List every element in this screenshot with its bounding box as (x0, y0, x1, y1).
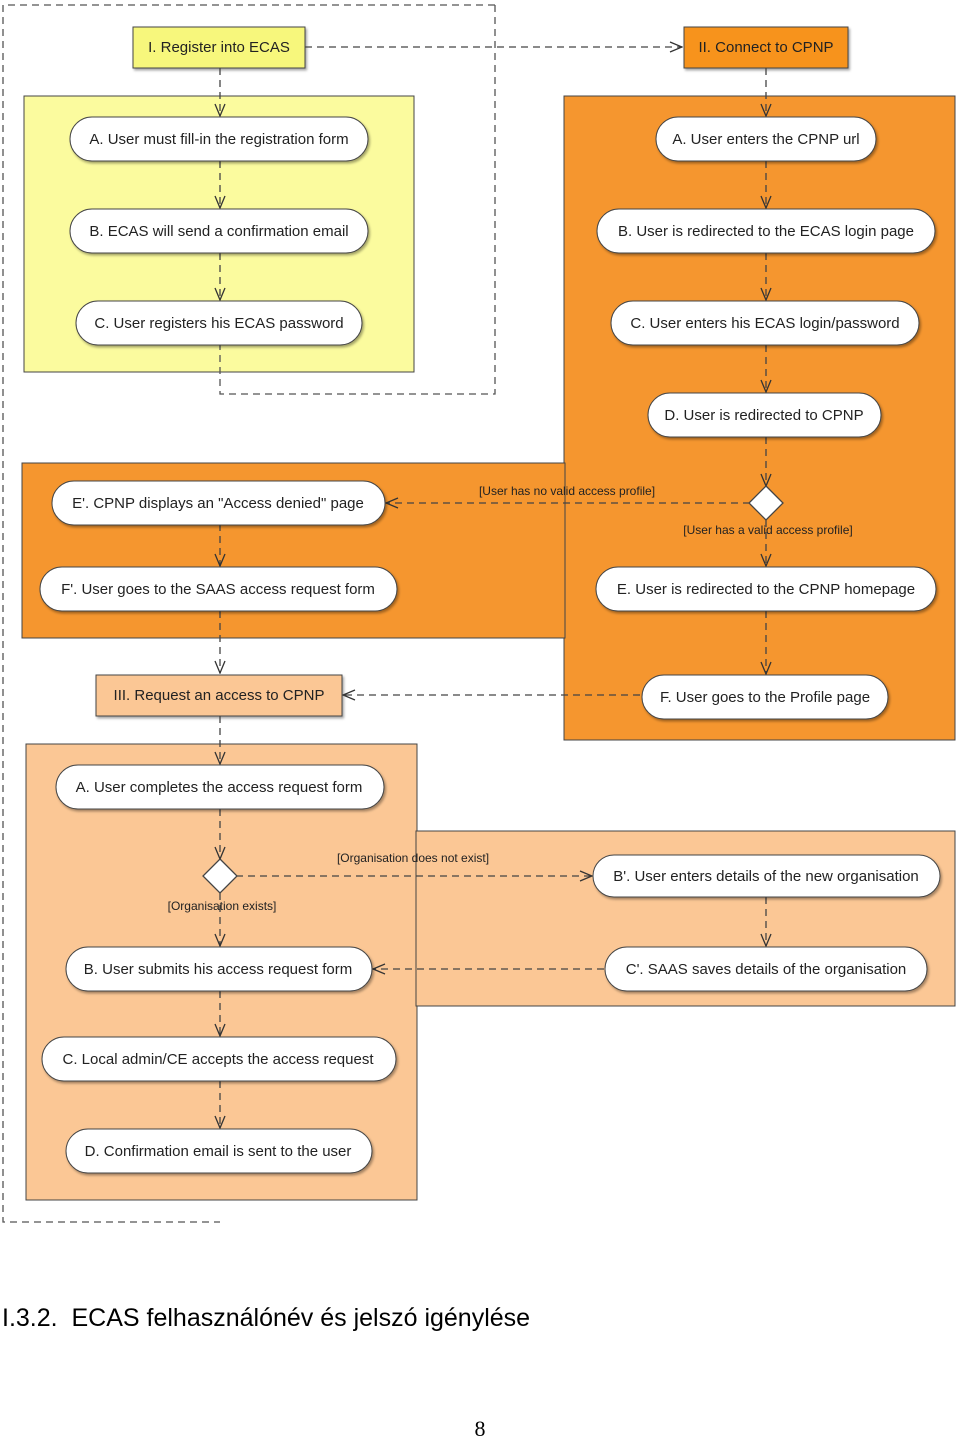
guard-organisation-missing: [Organisation does not exist] (337, 851, 489, 865)
svg-text:E'. CPNP displays an "Access d: E'. CPNP displays an "Access denied" pag… (72, 495, 364, 512)
node-connect-e-alt: E'. CPNP displays an "Access denied" pag… (51, 480, 386, 526)
node-register-b: B. ECAS will send a confirmation email (69, 208, 369, 254)
node-request-d: D. Confirmation email is sent to the use… (65, 1128, 373, 1174)
decision-access-profile (748, 485, 784, 521)
node-request-c: C. Local admin/CE accepts the access req… (41, 1036, 397, 1082)
header-connect-cpnp-label: II. Connect to CPNP (698, 39, 833, 56)
node-request-b: B. User submits his access request form (65, 946, 373, 992)
node-connect-d: D. User is redirected to CPNP (647, 392, 882, 438)
guard-no-valid-profile: [User has no valid access profile] (479, 484, 655, 498)
guard-organisation-exists: [Organisation exists] (168, 899, 277, 913)
node-connect-b: B. User is redirected to the ECAS login … (596, 208, 936, 254)
header-register-ecas-label: I. Register into ECAS (148, 39, 290, 56)
connectors (220, 47, 766, 1128)
node-register-c: C. User registers his ECAS password (75, 300, 363, 346)
svg-text:A. User completes the access r: A. User completes the access request for… (76, 779, 363, 796)
svg-text:F'. User goes to the SAAS acce: F'. User goes to the SAAS access request… (61, 581, 375, 598)
header-connect-cpnp: II. Connect to CPNP (683, 26, 849, 69)
page-number: 8 (474, 1416, 486, 1441)
svg-text:C. User enters his ECAS login/: C. User enters his ECAS login/password (630, 315, 899, 332)
activity-diagram: I. Register into ECAS II. Connect to CPN… (2, 4, 956, 1223)
svg-text:E. User is redirected to the C: E. User is redirected to the CPNP homepa… (617, 581, 915, 598)
svg-text:C'. SAAS saves details of the: C'. SAAS saves details of the organisati… (626, 961, 907, 978)
svg-text:B'. User enters details of the: B'. User enters details of the new organ… (613, 868, 919, 885)
dashed-frame-outer (2, 4, 495, 1223)
node-connect-e: E. User is redirected to the CPNP homepa… (595, 566, 937, 612)
node-connect-a: A. User enters the CPNP url (655, 116, 877, 162)
guard-valid-profile: [User has a valid access profile] (683, 523, 852, 537)
node-connect-f-alt: F'. User goes to the SAAS access request… (39, 566, 398, 612)
svg-text:D. User is redirected to CPNP: D. User is redirected to CPNP (664, 407, 863, 424)
node-connect-f: F. User goes to the Profile page (641, 674, 889, 720)
section-title: I.3.2. ECAS felhasználónév és jelszó igé… (2, 1304, 531, 1332)
svg-text:B. User submits his access req: B. User submits his access request form (84, 961, 352, 978)
svg-text:D. Confirmation email is sent: D. Confirmation email is sent to the use… (85, 1143, 352, 1160)
header-request-access: III. Request an access to CPNP (95, 674, 343, 717)
svg-text:C. User registers his ECAS pas: C. User registers his ECAS password (94, 315, 343, 332)
header-register-ecas: I. Register into ECAS (132, 26, 306, 69)
node-register-a: A. User must fill-in the registration fo… (69, 116, 369, 162)
svg-text:A. User must fill-in the regis: A. User must fill-in the registration fo… (89, 131, 348, 148)
svg-text:B. ECAS will send a confirmati: B. ECAS will send a confirmation email (89, 223, 348, 240)
svg-text:B. User is redirected to the E: B. User is redirected to the ECAS login … (618, 223, 914, 240)
svg-text:A. User enters the CPNP url: A. User enters the CPNP url (672, 131, 859, 148)
node-connect-c: C. User enters his ECAS login/password (610, 300, 920, 346)
node-request-a: A. User completes the access request for… (55, 764, 385, 810)
node-request-b-alt: B'. User enters details of the new organ… (592, 854, 941, 898)
header-request-access-label: III. Request an access to CPNP (114, 687, 325, 704)
dashed-frame-register (219, 5, 496, 395)
decision-organisation-exists (202, 858, 238, 894)
svg-text:F. User goes to the Profile pa: F. User goes to the Profile page (660, 689, 870, 706)
svg-text:C. Local admin/CE accepts the: C. Local admin/CE accepts the access req… (63, 1051, 375, 1068)
node-request-c-alt: C'. SAAS saves details of the organisati… (604, 946, 928, 992)
